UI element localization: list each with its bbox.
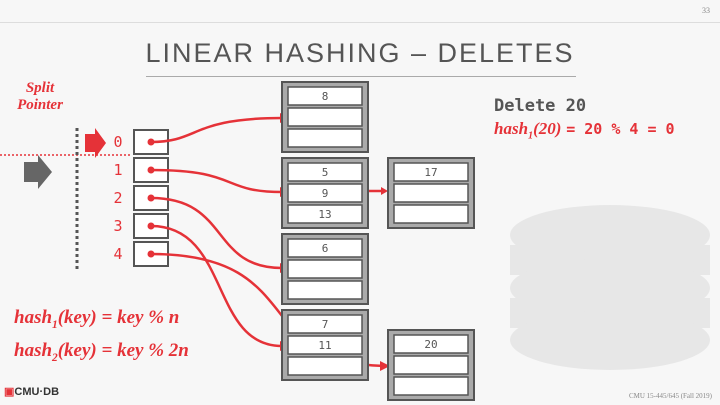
page-slot [287, 280, 363, 300]
slide-title: LINEAR HASHING – DELETES [145, 38, 575, 68]
bucket-index: 2 [113, 189, 123, 207]
page-slot [287, 356, 363, 376]
page-slot [287, 204, 363, 224]
split-pointer-label: Split Pointer [17, 80, 63, 113]
title-underline [146, 76, 576, 77]
page-slot [287, 259, 363, 279]
page-slot-value: 5 [322, 166, 329, 179]
page-slot-value: 8 [322, 90, 329, 103]
operation-title: Delete 20 [494, 96, 587, 116]
page-slot [287, 162, 363, 182]
page-slot-value: 6 [322, 242, 329, 255]
page-slot [287, 183, 363, 203]
page-slot-value: 9 [322, 187, 329, 200]
page-slot [287, 314, 363, 334]
page-slot [287, 86, 363, 106]
gray-arrow-icon [24, 155, 52, 189]
page-slot-value: 7 [322, 318, 329, 331]
page-slot-value: 11 [318, 339, 331, 352]
bucket-index: 1 [113, 161, 123, 179]
page-slot [393, 376, 469, 396]
pages: 8 5 9 13 6 7 11 17 20 [281, 81, 475, 401]
page-slot [393, 204, 469, 224]
page-slot-value: 13 [318, 208, 331, 221]
hash-formula-1: hash1(key) = key % n [14, 307, 180, 331]
pointer-dots [147, 138, 155, 258]
page-slot [287, 238, 363, 258]
page-slot [287, 335, 363, 355]
page-slot [287, 107, 363, 127]
bucket-index: 0 [113, 133, 123, 151]
page-slot [393, 183, 469, 203]
split-pointer-arrow-icon [85, 128, 106, 158]
logo: ▣CMU·DB [4, 386, 60, 398]
page-slot [287, 128, 363, 148]
hash-formula-2: hash2(key) = key % 2n [14, 340, 189, 364]
header-rule [0, 22, 720, 23]
operation-hash: hash1(20) = 20 % 4 = 0 [494, 119, 675, 142]
page-slot [393, 355, 469, 375]
page-slot [393, 334, 469, 354]
page-slot [393, 162, 469, 182]
page-slot-value: 20 [424, 338, 437, 351]
footer: CMU 15-445/645 (Fall 2019) [628, 392, 712, 400]
bucket-index: 3 [113, 217, 123, 235]
database-icon [510, 205, 710, 370]
bucket-index: 4 [113, 245, 123, 263]
page-slot-value: 17 [424, 166, 437, 179]
slide-number: 33 [702, 6, 710, 15]
